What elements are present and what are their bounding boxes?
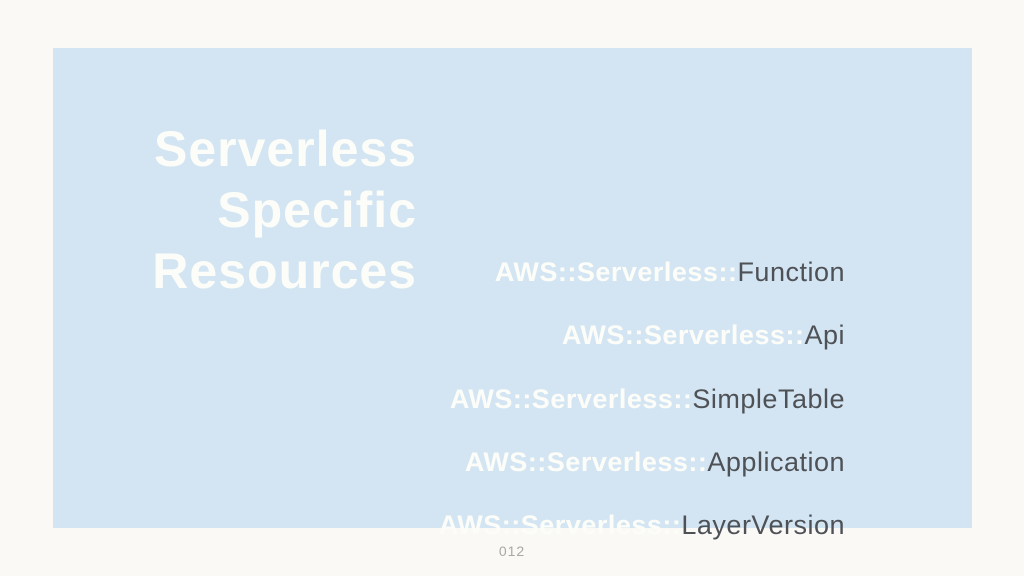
resource-list: AWS::Serverless::Function AWS::Serverles… (439, 241, 845, 557)
resource-prefix: AWS::Serverless:: (438, 510, 682, 541)
page-number: 012 (498, 543, 526, 559)
resource-item-layerversion: AWS::Serverless::LayerVersion (439, 494, 845, 557)
resource-name: Api (804, 320, 845, 351)
resource-prefix: AWS::Serverless:: (561, 320, 805, 351)
resource-name: Function (737, 257, 845, 287)
slide-panel: Serverless Specific Resources AWS::Serve… (53, 48, 972, 540)
resource-name: LayerVersion (681, 510, 845, 541)
resource-item-function: AWS::Serverless::Function (439, 241, 845, 304)
resource-item-simpletable: AWS::Serverless::SimpleTable (439, 368, 845, 431)
resource-prefix: AWS::Serverless:: (494, 257, 738, 287)
resource-item-api: AWS::Serverless::Api (439, 304, 845, 367)
slide-title-line-3: Resources (152, 243, 417, 299)
resource-prefix: AWS::Serverless:: (464, 446, 708, 477)
resource-name: Application (707, 446, 845, 477)
slide-title-line-2: Specific (217, 182, 417, 238)
resource-prefix: AWS::Serverless:: (449, 383, 693, 414)
slide-title: Serverless Specific Resources (111, 119, 417, 302)
resource-item-application: AWS::Serverless::Application (439, 431, 845, 494)
slide-title-line-1: Serverless (153, 121, 417, 177)
resource-name: SimpleTable (692, 383, 845, 414)
